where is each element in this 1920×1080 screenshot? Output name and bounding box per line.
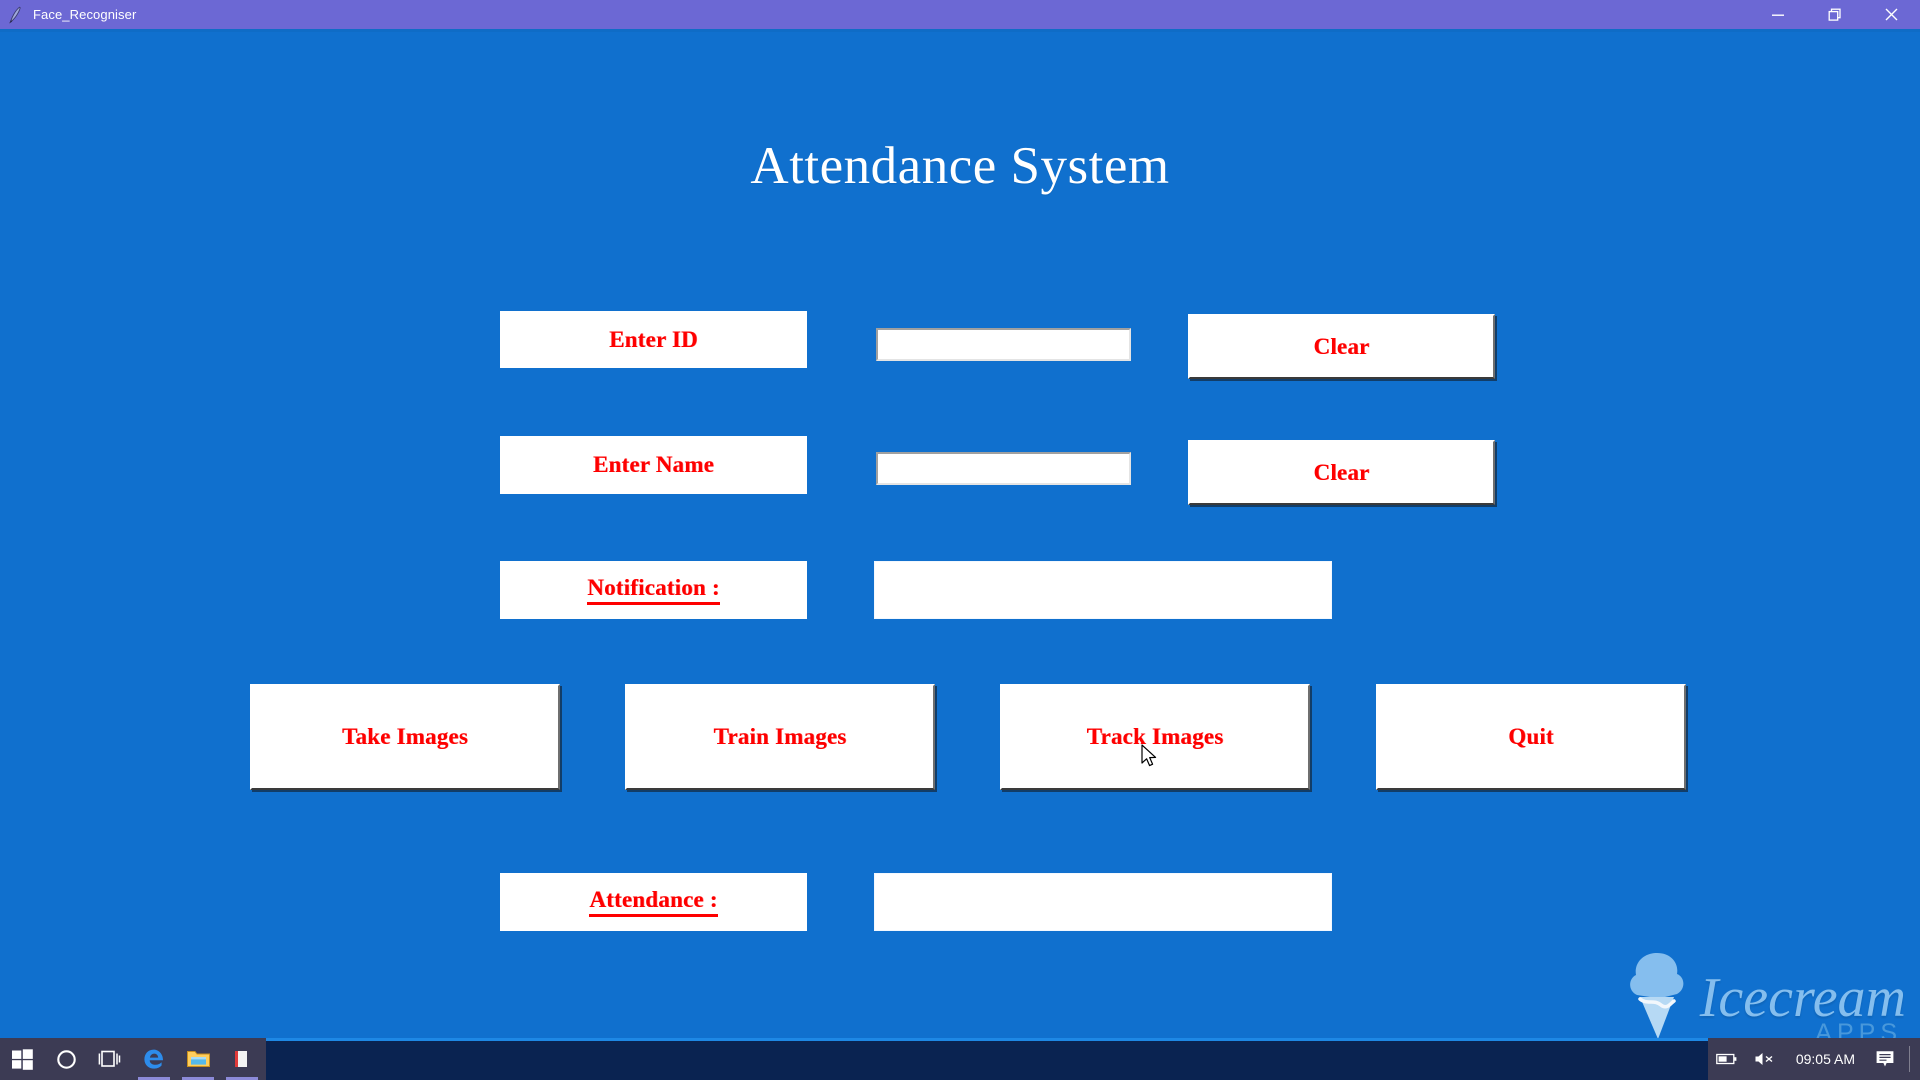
battery-icon[interactable] <box>1708 1038 1746 1080</box>
clear-id-button-label: Clear <box>1313 333 1370 359</box>
client-area: Attendance System Enter ID Clear Enter N… <box>0 29 1920 1060</box>
watermark-name: Icecream <box>1699 966 1906 1029</box>
window-controls <box>1749 0 1920 29</box>
ice-cream-cone-icon <box>1620 947 1694 1048</box>
train-images-button-label: Train Images <box>713 724 847 749</box>
enter-name-label: Enter Name <box>500 436 807 494</box>
taskbar-clock[interactable]: 09:05 AM <box>1795 1051 1855 1067</box>
system-tray: 09:05 AM <box>1707 1038 1920 1080</box>
id-input[interactable] <box>876 328 1131 361</box>
task-view-icon[interactable] <box>88 1038 132 1080</box>
quit-button[interactable]: Quit <box>1376 684 1686 790</box>
clear-id-button[interactable]: Clear <box>1188 314 1495 379</box>
take-images-button[interactable]: Take Images <box>250 684 560 790</box>
clear-name-button[interactable]: Clear <box>1188 440 1495 505</box>
enter-name-label-text: Enter Name <box>592 452 715 477</box>
attendance-label-text: Attendance : <box>589 887 718 917</box>
windows-start-icon[interactable] <box>0 1038 44 1080</box>
page-title: Attendance System <box>750 137 1170 195</box>
taskbar-window-strip[interactable] <box>266 1038 1708 1080</box>
file-explorer-icon[interactable] <box>176 1038 220 1080</box>
track-images-button-label: Track Images <box>1086 724 1224 749</box>
cortana-circle-icon[interactable] <box>44 1038 88 1080</box>
name-input[interactable] <box>876 452 1131 485</box>
show-desktop-divider[interactable] <box>1909 1046 1910 1072</box>
take-images-button-label: Take Images <box>342 724 468 749</box>
enter-id-label-text: Enter ID <box>609 326 698 352</box>
windows-taskbar: 09:05 AM <box>0 1038 1920 1080</box>
track-images-button[interactable]: Track Images <box>1000 684 1310 790</box>
volume-muted-icon[interactable] <box>1746 1038 1784 1080</box>
microsoft-edge-icon[interactable] <box>132 1038 176 1080</box>
notification-label: Notification : <box>500 561 807 619</box>
close-button[interactable] <box>1863 0 1920 29</box>
face-recogniser-taskbar-item[interactable] <box>220 1038 264 1080</box>
icecream-apps-watermark: Icecream APPS <box>1620 947 1906 1048</box>
clear-name-button-label: Clear <box>1313 459 1370 485</box>
notification-output <box>874 561 1332 619</box>
attendance-label: Attendance : <box>500 873 807 931</box>
restore-button[interactable] <box>1806 0 1863 29</box>
python-feather-icon <box>5 4 27 26</box>
attendance-output <box>874 873 1332 931</box>
title-bar: Face_Recogniser <box>0 0 1920 29</box>
minimize-button[interactable] <box>1749 0 1806 29</box>
enter-id-label: Enter ID <box>500 311 807 368</box>
train-images-button[interactable]: Train Images <box>625 684 935 790</box>
icecream-wordmark: Icecream APPS <box>1699 966 1906 1048</box>
quit-button-label: Quit <box>1508 724 1554 749</box>
window-title: Face_Recogniser <box>33 7 137 22</box>
taskbar-icons <box>0 1038 264 1080</box>
action-center-icon[interactable] <box>1867 1038 1903 1080</box>
notification-label-text: Notification : <box>587 575 720 605</box>
